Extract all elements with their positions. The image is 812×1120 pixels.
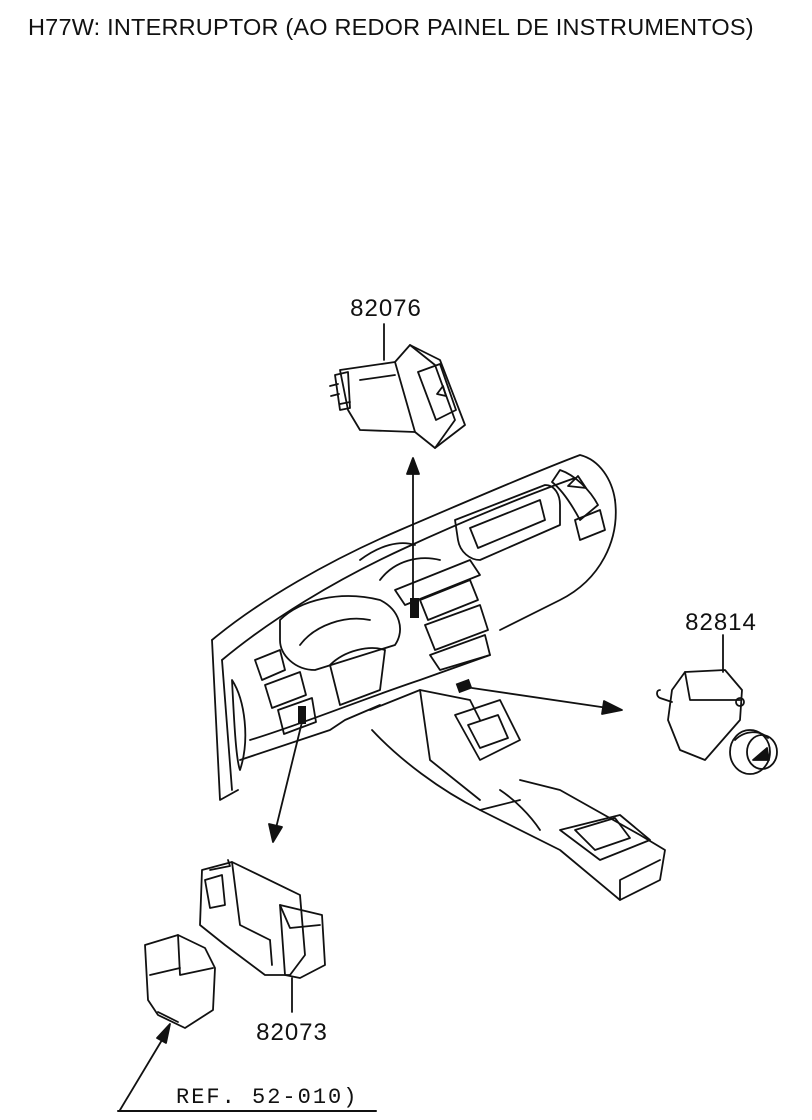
arrow-to-82076: [406, 457, 420, 601]
arrow-to-82073: [268, 721, 303, 843]
label-82076: 82076: [350, 295, 422, 322]
reference-leader: [117, 1023, 377, 1112]
reference-label: REF. 52-010): [176, 1085, 358, 1110]
dashboard-illustration: [211, 454, 666, 901]
diagram-title: H77W: INTERRUPTOR (AO REDOR PAINEL DE IN…: [28, 14, 754, 40]
switch-assembly-part: [144, 859, 326, 1029]
cigar-lighter-part: [656, 634, 778, 775]
label-82814: 82814: [685, 609, 757, 636]
label-82073: 82073: [256, 1019, 328, 1046]
arrow-to-82814: [471, 687, 623, 715]
hazard-switch-part: [329, 323, 466, 449]
